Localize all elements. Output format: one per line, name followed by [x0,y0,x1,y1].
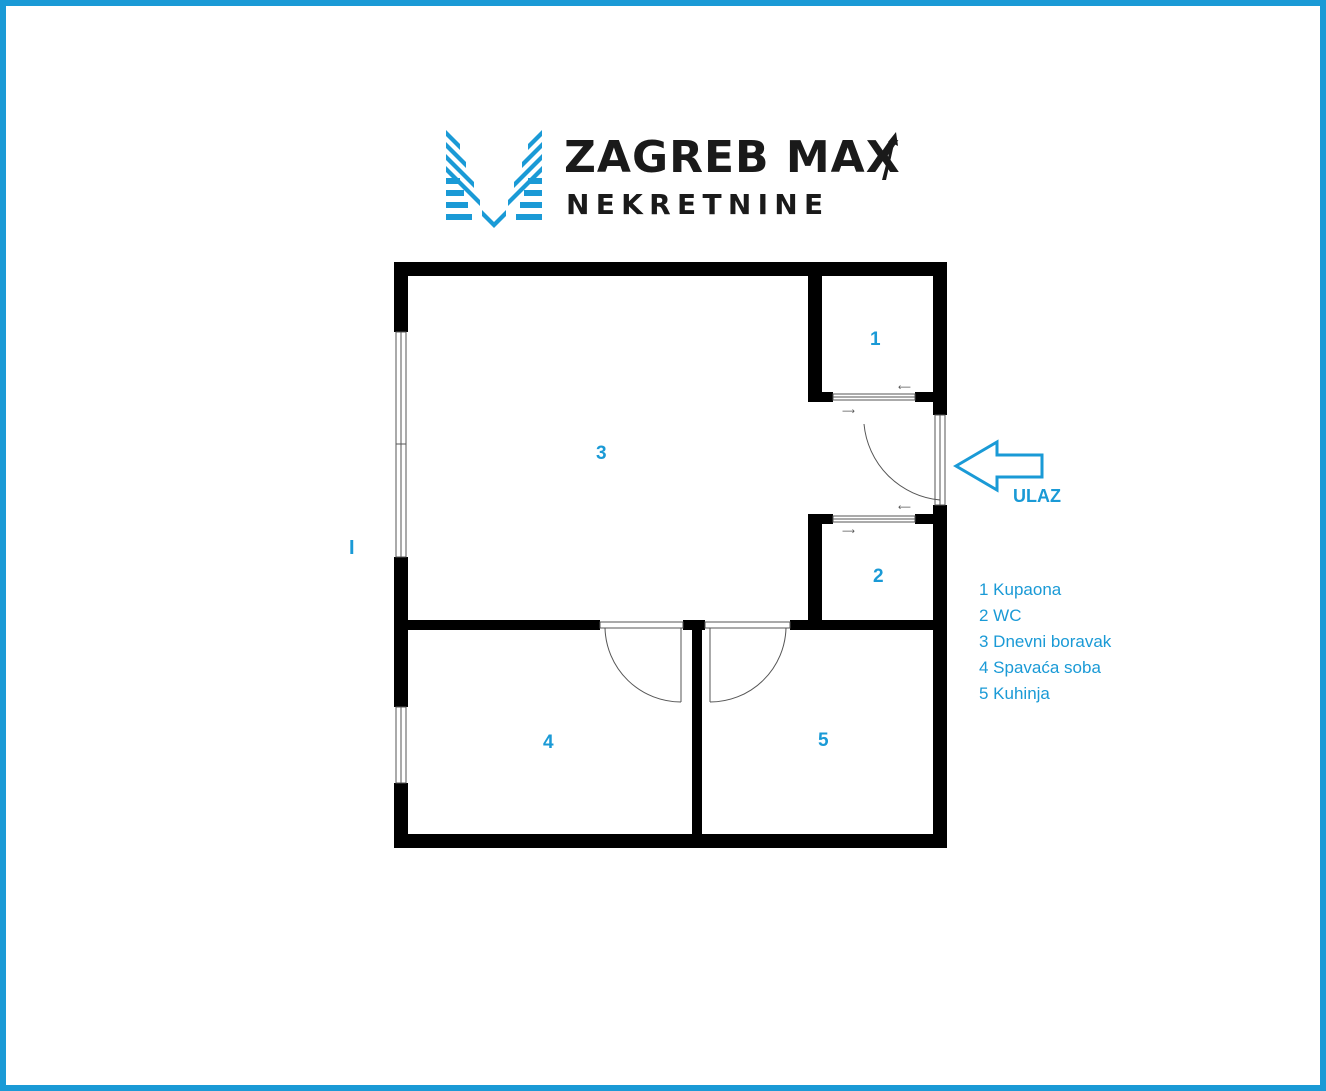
entrance-label: ULAZ [1013,486,1061,506]
door-swing-room5 [709,627,787,703]
entrance-door-swing [863,416,941,501]
brand-name-line1: ZAGREB MAX [564,132,901,183]
legend-item: 2 WC [979,606,1022,625]
wall-room1-bottom-a [808,392,833,402]
svg-text:⟵: ⟵ [898,503,911,513]
svg-text:⟵: ⟵ [898,383,911,393]
wall-right-upper [933,262,947,415]
door-frame-room5 [704,621,791,629]
side-mark: I [349,537,355,559]
wall-room2-left [808,514,822,630]
legend-item: 5 Kuhinja [979,684,1050,703]
wall-right-lower [933,505,947,848]
legend-item: 4 Spavaća soba [979,658,1101,677]
room-legend: 1 Kupaona 2 WC 3 Dnevni boravak 4 Spavać… [979,577,1111,707]
wall-room2-top-b [915,514,947,524]
room-number-5: 5 [818,730,829,751]
wall-room1-left [808,262,822,402]
brand-logo: ZAGREB MAX NEKRETNINE [444,128,904,232]
room-number-3: 3 [596,443,607,464]
room-number-1: 1 [870,329,881,350]
brand-name-line2: NEKRETNINE [566,188,830,221]
wall-left-upper [394,262,408,332]
wall-middle-a [394,620,600,630]
room-number-2: 2 [873,566,884,587]
room-number-4: 4 [543,732,554,753]
m-stripes-logo-icon [446,130,542,228]
svg-text:⟶: ⟶ [842,527,855,537]
wall-room1-bottom-b [915,392,947,402]
svg-text:⟶: ⟶ [842,407,855,417]
door-frame-room4 [599,621,684,629]
door-swing-room4 [604,627,682,703]
legend-item: 1 Kupaona [979,580,1062,599]
wall-top [394,262,947,276]
wall-room4-5 [692,620,702,848]
wall-left-mid [394,557,408,707]
wall-left-lower [394,783,408,848]
wall-bottom [394,834,947,848]
rising-arrow-icon [882,132,898,180]
entrance-arrow-icon [953,439,1044,493]
wall-middle-c [790,620,947,630]
legend-item: 3 Dnevni boravak [979,632,1112,651]
